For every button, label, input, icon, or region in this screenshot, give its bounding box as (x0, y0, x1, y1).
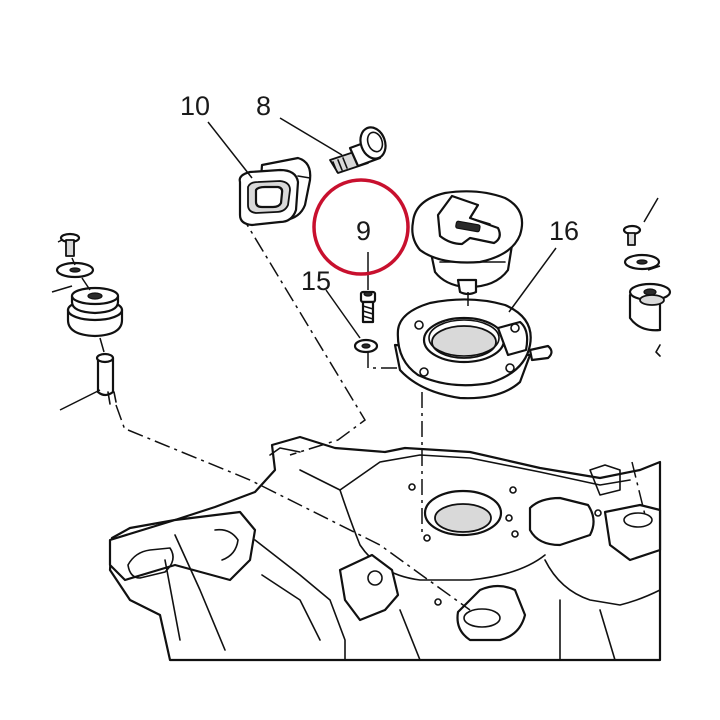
left-mount-stack (51, 232, 124, 411)
part-10-bushing (238, 156, 312, 227)
part-8-pin (329, 126, 387, 174)
part-16-filler-ring (393, 247, 557, 400)
bushing-slot (254, 185, 284, 209)
part-15-washer (353, 338, 379, 354)
left-spacer (96, 356, 115, 397)
callout-15: 15 (301, 266, 331, 296)
callout-9: 9 (356, 216, 371, 246)
callout-10: 10 (180, 91, 210, 121)
highlight-circle (312, 178, 410, 276)
fuel-cap (411, 190, 524, 296)
callout-16: 16 (549, 216, 579, 246)
callout-8: 8 (256, 91, 271, 121)
leader-lines (207, 117, 469, 339)
ring-latch (496, 320, 529, 357)
cap-key-lock (436, 194, 501, 246)
part-9-bolt (359, 290, 377, 324)
right-mount-stack (622, 197, 672, 357)
